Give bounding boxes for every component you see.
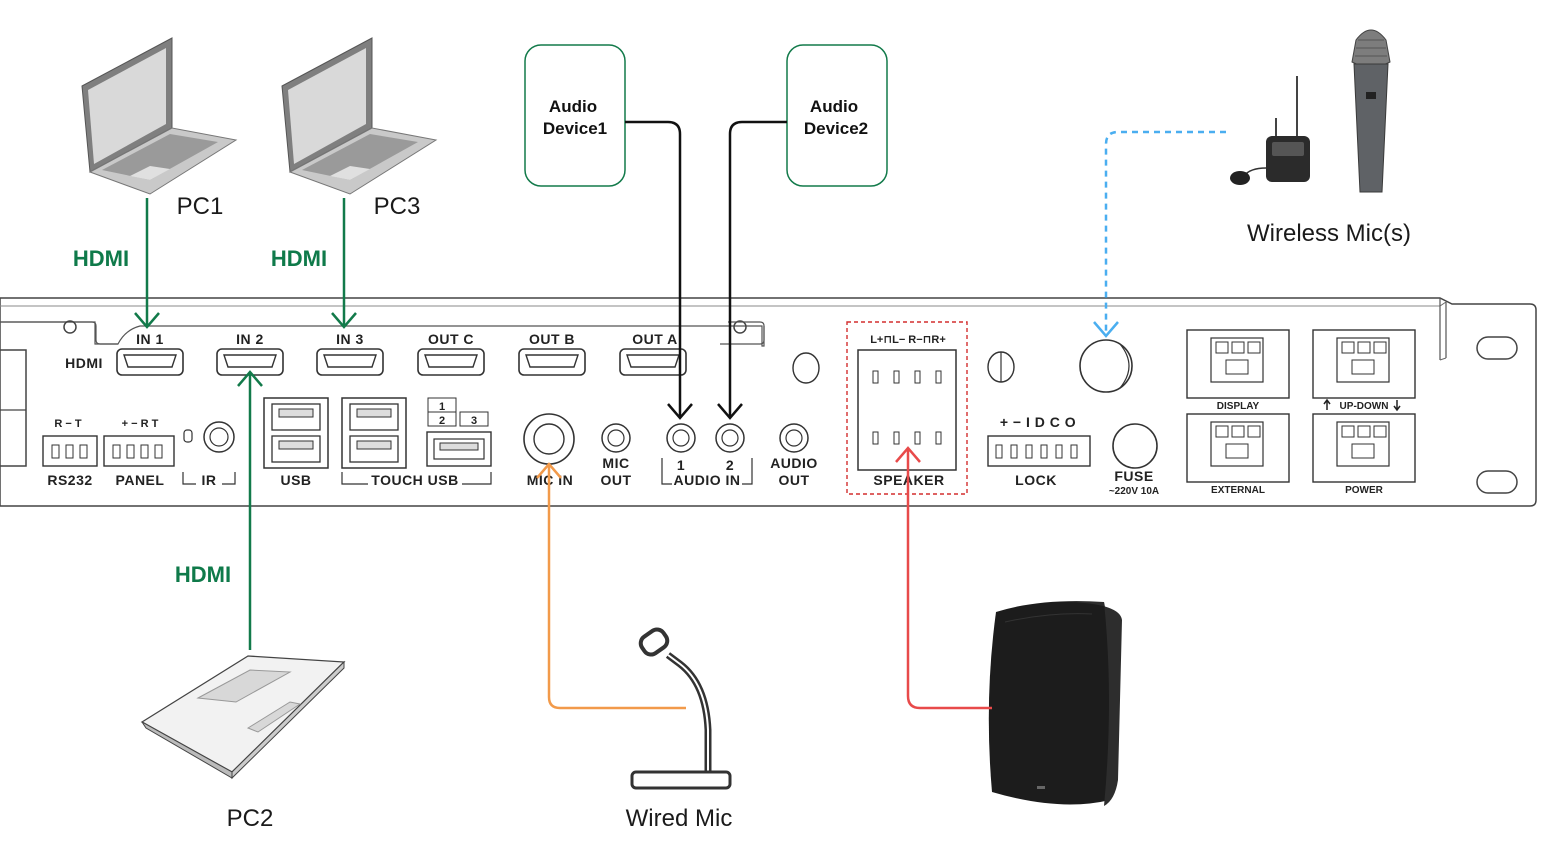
svg-text:IR: IR [202, 472, 217, 488]
external-port[interactable]: EXTERNAL [1186, 413, 1290, 496]
fuse: FUSE ~220V 10A [1109, 423, 1159, 497]
rack-slot [1476, 336, 1518, 360]
pc1-laptop-icon [81, 37, 238, 195]
svg-text:POWER: POWER [1345, 485, 1384, 496]
hdmi-label-pc3: HDMI [271, 246, 327, 271]
svg-text:DISPLAY: DISPLAY [1217, 401, 1260, 412]
svg-text:OUT: OUT [600, 472, 631, 488]
hdmi-cable-pc1 [134, 198, 160, 329]
svg-text:IN 1: IN 1 [136, 331, 164, 347]
hdmi-port-out-c[interactable]: OUT C [417, 331, 485, 376]
mic-out-port[interactable]: MIC OUT [600, 423, 631, 488]
hdmi-port-out-b[interactable]: OUT B [518, 331, 586, 376]
svg-text:AUDIO: AUDIO [770, 455, 818, 471]
svg-text:~220V 10A: ~220V 10A [1109, 486, 1159, 497]
svg-text:FUSE: FUSE [1114, 468, 1153, 484]
svg-text:LOCK: LOCK [1015, 472, 1057, 488]
touch-usb-port[interactable]: 1 2 3 TOUCH USB [341, 397, 492, 488]
wired-mic-label: Wired Mic [626, 805, 733, 832]
rack-slot [1476, 470, 1518, 494]
speaker-cable [895, 446, 992, 710]
wireless-link [1093, 130, 1226, 338]
svg-text:+ − R T: + − R T [122, 418, 159, 430]
pc1-label: PC1 [177, 193, 224, 220]
mount-hole [792, 352, 820, 384]
audio-in-ports[interactable]: 1 2 AUDIO IN [661, 423, 753, 488]
svg-text:OUT: OUT [778, 472, 809, 488]
svg-text:IN 2: IN 2 [236, 331, 264, 347]
arrow-up-icon [1323, 398, 1331, 410]
wired-mic-cable [536, 462, 686, 710]
display-port[interactable]: DISPLAY [1186, 329, 1290, 412]
svg-text:RS232: RS232 [47, 472, 92, 488]
wireless-mic-label: Wireless Mic(s) [1247, 220, 1411, 247]
svg-text:USB: USB [280, 472, 311, 488]
arrow-down-icon [1393, 400, 1401, 412]
svg-text:PANEL: PANEL [116, 472, 165, 488]
svg-text:Audio: Audio [810, 97, 858, 116]
rear-panel [0, 297, 1537, 507]
ir-port[interactable]: IR [182, 421, 236, 488]
wireless-receiver-knob[interactable] [1079, 339, 1133, 393]
wired-mic-icon [630, 627, 732, 790]
svg-text:OUT B: OUT B [529, 331, 575, 347]
svg-text:R − T: R − T [54, 418, 81, 430]
svg-text:AUDIO IN: AUDIO IN [674, 472, 741, 488]
audio-device2-box: Audio Device2 [786, 44, 888, 187]
hdmi-label-pc2: HDMI [175, 562, 231, 587]
screw-hole [733, 320, 747, 334]
power-port[interactable]: POWER [1312, 413, 1416, 496]
hdmi-port-group: HDMI IN 1 IN 2 IN 3 OUT C OUT B OUT A [65, 331, 687, 376]
svg-text:2: 2 [439, 415, 445, 427]
pc3-label: PC3 [374, 193, 421, 220]
lock-port[interactable]: + − I D C O LOCK [987, 351, 1091, 488]
mic-in-port[interactable]: MIC IN [523, 413, 575, 488]
hdmi-port-out-a[interactable]: OUT A [619, 331, 687, 376]
svg-text:TOUCH USB: TOUCH USB [371, 472, 458, 488]
svg-text:Device2: Device2 [804, 119, 868, 138]
svg-text:1: 1 [677, 457, 685, 473]
svg-text:OUT C: OUT C [428, 331, 474, 347]
svg-text:IN 3: IN 3 [336, 331, 364, 347]
rs232-port[interactable]: R − T RS232 [42, 418, 98, 488]
screw-hole [63, 320, 77, 334]
svg-text:OUT A: OUT A [632, 331, 678, 347]
svg-text:2: 2 [726, 457, 734, 473]
hdmi-cable-pc2 [237, 370, 263, 650]
audio-cable-device2 [717, 120, 787, 420]
svg-text:EXTERNAL: EXTERNAL [1211, 485, 1265, 496]
svg-text:MIC: MIC [602, 455, 629, 471]
panel-port[interactable]: + − R T PANEL [103, 418, 175, 488]
hdmi-port-in3[interactable]: IN 3 [316, 331, 384, 376]
speaker-icon [988, 601, 1122, 806]
svg-text:UP-DOWN: UP-DOWN [1340, 401, 1389, 412]
hdmi-port-in2[interactable]: IN 2 [216, 331, 284, 376]
svg-text:L+⊓L− R−⊓R+: L+⊓L− R−⊓R+ [870, 334, 946, 346]
svg-text:1: 1 [439, 401, 445, 413]
bodypack-transmitter-icon [1230, 76, 1310, 185]
hdmi-cable-pc3 [331, 198, 357, 329]
svg-text:+ − I D C O: + − I D C O [1000, 414, 1076, 430]
hdmi-panel-label: HDMI [65, 355, 103, 371]
updown-port[interactable]: UP-DOWN [1312, 329, 1416, 412]
svg-text:Audio: Audio [549, 97, 597, 116]
svg-text:3: 3 [471, 415, 477, 427]
handheld-mic-icon [1351, 29, 1391, 193]
svg-text:Device1: Device1 [543, 119, 607, 138]
hdmi-label-pc1: HDMI [73, 246, 129, 271]
usb-port[interactable]: USB [263, 397, 329, 488]
pc2-laptop-icon [140, 655, 346, 780]
audio-cable-device1 [625, 120, 693, 420]
audio-device1-box: Audio Device1 [524, 44, 626, 187]
pc3-laptop-icon [281, 37, 438, 195]
hdmi-port-in1[interactable]: IN 1 [116, 331, 184, 376]
pc2-label: PC2 [227, 805, 274, 832]
audio-out-port[interactable]: AUDIO OUT [770, 423, 818, 488]
